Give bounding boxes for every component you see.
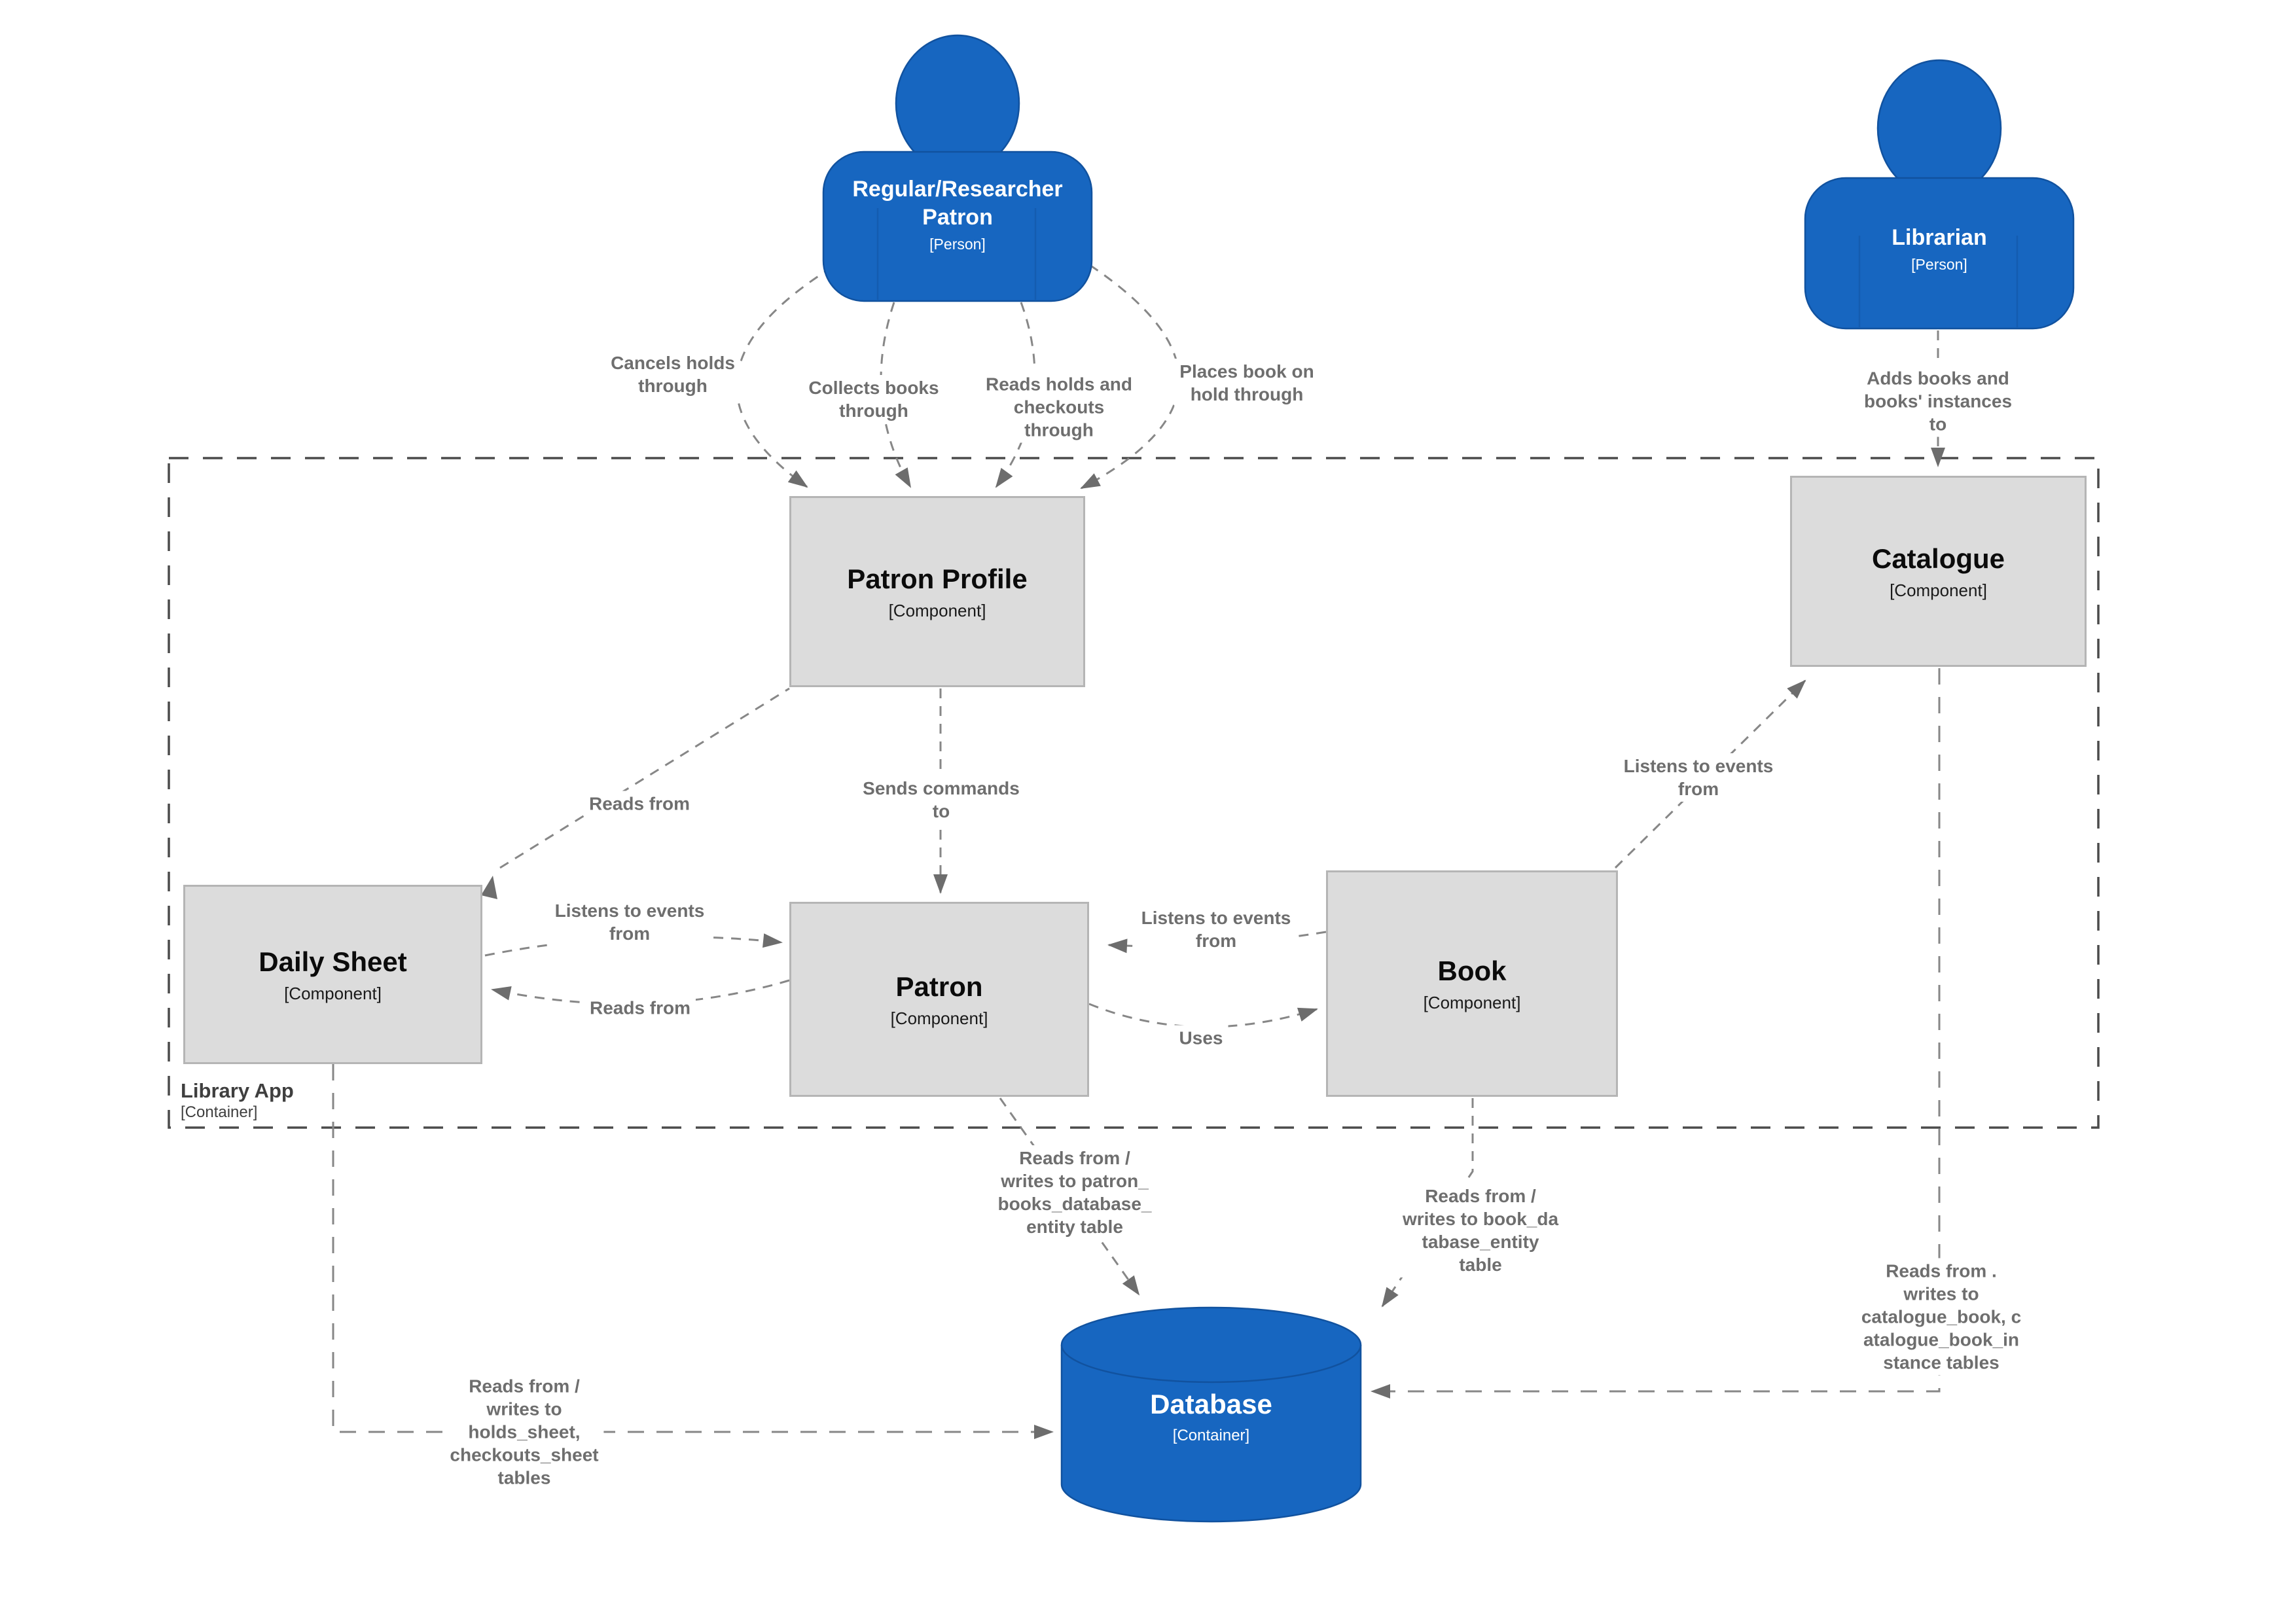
edge-label-listens-patron-book: Listens to events from — [1136, 905, 1297, 954]
edge-label-reads-from-daily: Reads from — [584, 995, 696, 1021]
reads-from-profile-arrowhead — [481, 876, 497, 899]
database-type: [Container] — [1172, 1427, 1250, 1444]
edge-label-listens-daily-sheet: Listens to events from — [549, 898, 710, 946]
person-name: Librarian — [1892, 225, 1987, 250]
librarian-arm-lines — [1858, 236, 2018, 327]
edge-label-sends-commands: Sends commands to — [857, 776, 1025, 824]
edge-label-adds-books: Adds books and books' instances to — [1858, 365, 2018, 437]
component-type: [Component] — [284, 983, 382, 1003]
database-shape — [1060, 1306, 1362, 1523]
patron-person-label: Regular/Researcher Patron [Person] — [823, 175, 1092, 253]
librarian-label: Librarian [Person] — [1805, 224, 2073, 274]
edge-label-reads-holds: Reads holds and checkouts through — [980, 371, 1138, 443]
edge-label-db-book: Reads from / writes to book_da tabase_en… — [1397, 1183, 1564, 1277]
database-long-lines — [332, 668, 1941, 1439]
edge-db-daily-sheet — [332, 1064, 1054, 1439]
database-name: Database — [1150, 1389, 1272, 1419]
boundary-type: [Container] — [181, 1103, 258, 1121]
edge-label-uses: Uses — [1174, 1025, 1229, 1051]
edge-label-listens-catalogue: Listens to events from — [1618, 753, 1779, 802]
person-name: Regular/Researcher Patron — [852, 177, 1063, 230]
edge-label-cancels-holds: Cancels holds through — [605, 350, 740, 399]
component-title: Patron Profile — [847, 563, 1028, 594]
library-app-boundary-label: Library App [Container] — [181, 1079, 294, 1122]
database-cylinder-body — [1060, 1345, 1362, 1523]
component-type: [Component] — [1890, 580, 1987, 600]
component-catalogue: Catalogue [Component] — [1790, 476, 2087, 667]
component-patron: Patron [Component] — [789, 902, 1089, 1097]
component-book: Book [Component] — [1326, 870, 1618, 1097]
person-type: [Person] — [1911, 256, 1967, 273]
component-title: Daily Sheet — [259, 946, 407, 977]
edge-uses — [1088, 1003, 1318, 1028]
person-type: [Person] — [929, 236, 986, 253]
component-daily-sheet: Daily Sheet [Component] — [183, 885, 482, 1064]
edge-db-patron — [999, 1097, 1140, 1296]
edge-label-db-catalogue: Reads from . writes to catalogue_book, c… — [1856, 1258, 2027, 1376]
librarian-shape — [1804, 59, 2075, 330]
component-title: Book — [1437, 955, 1507, 986]
component-patron-profile: Patron Profile [Component] — [789, 496, 1085, 687]
edge-label-db-daily-sheet: Reads from / writes to holds_sheet, chec… — [444, 1373, 604, 1491]
library-app-boundary — [168, 457, 2100, 1129]
component-title: Catalogue — [1871, 543, 2005, 574]
component-type: [Component] — [890, 1008, 988, 1028]
patron-person-arm-lines — [876, 208, 1037, 300]
librarian-head — [1876, 59, 2002, 198]
boundary-name: Library App — [181, 1079, 294, 1102]
edge-label-collects-books: Collects books through — [803, 375, 944, 423]
component-type: [Component] — [1423, 992, 1521, 1012]
database-label: Database [Container] — [1062, 1389, 1361, 1445]
edge-db-catalogue — [1371, 668, 1941, 1399]
component-title: Patron — [895, 971, 983, 1002]
component-type: [Component] — [888, 600, 986, 620]
edge-reads-from-profile — [499, 687, 790, 869]
librarian-body — [1804, 177, 2075, 330]
edge-places-hold — [1080, 264, 1180, 490]
patron-person-body — [822, 151, 1093, 302]
patron-person-shape — [822, 34, 1093, 302]
edge-label-places-hold: Places book on hold through — [1174, 359, 1319, 407]
edge-label-db-patron: Reads from / writes to patron_ books_dat… — [992, 1145, 1157, 1240]
edge-label-reads-from-profile: Reads from — [583, 791, 696, 817]
database-cylinder-top — [1060, 1306, 1362, 1383]
